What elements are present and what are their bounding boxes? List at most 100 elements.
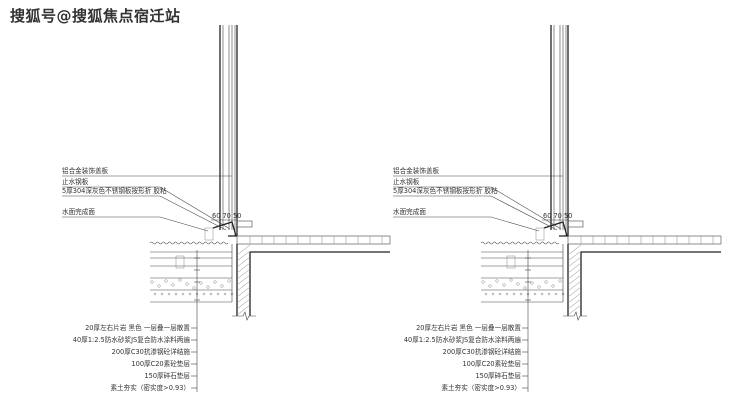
concrete-hatch (567, 268, 582, 280)
gravel-dot (533, 292, 537, 296)
gravel-dot (540, 292, 544, 296)
gravel-dot (202, 292, 206, 296)
label-bottom: 100厚C20素砼垫层 (131, 359, 190, 368)
label-leader (393, 195, 558, 231)
label-top: 铝合金装饰盖板 (393, 166, 440, 175)
gravel-dot (209, 292, 213, 296)
gravel-dot (174, 292, 178, 296)
label-bottom: 素土夯实（密实度>0.93） (110, 383, 190, 392)
gravel-dot (188, 292, 192, 296)
gravel-dot (164, 279, 168, 283)
concrete-hatch (236, 244, 251, 256)
concrete-hatch (236, 304, 251, 316)
gravel-dot (167, 292, 171, 296)
concrete-hatch (567, 250, 582, 262)
sealant-block (236, 220, 253, 228)
gravel-dot (484, 292, 488, 296)
label-top: 止水钢板 (393, 177, 420, 186)
dimension-box (175, 255, 185, 269)
break-line (563, 311, 587, 321)
gravel-dot (157, 284, 161, 288)
dimension-box (535, 227, 545, 241)
water-surface (149, 241, 229, 245)
concrete-hatch (567, 274, 582, 286)
gravel-dot (491, 292, 495, 296)
structural-slab-wall (236, 244, 390, 316)
gravel-dot (519, 292, 523, 296)
concrete-hatch (567, 280, 582, 292)
gravel-dot (481, 280, 485, 284)
label-bottom: 40厚1:2.5防水砂浆JS复合防水涂料两遍 (404, 335, 522, 344)
gravel-dot (185, 282, 189, 286)
gravel-dot (502, 283, 506, 287)
label-bottom: 150厚碎石垫层 (144, 371, 190, 380)
label-bottom: 200厚C30抗渗钢砼详结施 (112, 347, 191, 356)
gravel-dot (505, 292, 509, 296)
gravel-dot (160, 292, 164, 296)
concrete-hatch (236, 256, 251, 268)
floor-tile-layer (236, 235, 391, 245)
gravel-dot (216, 292, 220, 296)
gravel-dot (512, 292, 516, 296)
concrete-hatch (236, 268, 251, 280)
gravel-dot (530, 281, 534, 285)
gravel-dot (523, 286, 527, 290)
concrete-hatch (236, 292, 251, 304)
concrete-hatch (236, 286, 251, 298)
concrete-hatch (567, 244, 582, 256)
label-leader (62, 186, 231, 230)
gravel-dot (488, 284, 492, 288)
gravel-dot (495, 279, 499, 283)
gravel-dot (551, 284, 555, 288)
concrete-hatch (236, 262, 251, 274)
label-leader (393, 186, 562, 230)
dimension-box (506, 255, 516, 269)
concrete-hatch (567, 256, 582, 268)
concrete-hatch (567, 262, 582, 274)
gravel-dot (150, 280, 154, 284)
gravel-dot (192, 286, 196, 290)
gravel-dot (223, 292, 227, 296)
break-line (232, 311, 256, 321)
label-top: 水面完成面 (393, 207, 426, 216)
concrete-hatch (236, 274, 251, 286)
label-bottom: 100厚C20素砼垫层 (462, 359, 521, 368)
concrete-hatch (567, 286, 582, 298)
concrete-hatch (567, 304, 582, 316)
label-top: 5厚304深灰色不锈钢板按形折 胶粘 (393, 186, 498, 195)
label-bottom: 20厚左右片岩 黑色 一层叠一层散置 (416, 323, 521, 332)
watermark: 搜狐号@搜狐焦点宿迁站 (10, 7, 181, 25)
dimension-text: 60 70 50 (543, 212, 572, 220)
concrete-hatch (567, 292, 582, 304)
water-surface (480, 241, 560, 245)
gravel-dot (206, 285, 210, 289)
label-top: 水面完成面 (62, 207, 95, 216)
label-leader (62, 195, 227, 231)
concrete-hatch (567, 298, 582, 310)
label-leader (393, 216, 540, 232)
structural-slab-wall (567, 244, 721, 316)
cover-plate (543, 221, 568, 237)
gravel-dot (171, 283, 175, 287)
gravel-dot (213, 280, 217, 284)
label-top: 止水钢板 (62, 177, 89, 186)
label-bottom: 素土夯实（密实度>0.93） (441, 383, 521, 392)
label-top: 铝合金装饰盖板 (62, 166, 109, 175)
cover-plate (212, 221, 237, 237)
gravel-dot (199, 281, 203, 285)
gravel-dot (181, 292, 185, 296)
gravel-dot (544, 280, 548, 284)
gravel-dot (558, 279, 562, 283)
gravel-dot (498, 292, 502, 296)
label-leader (62, 216, 209, 232)
label-bottom: 40厚1:2.5防水砂浆JS复合防水涂料两遍 (73, 335, 191, 344)
label-bottom: 200厚C30抗渗钢砼详结施 (443, 347, 522, 356)
gravel-dot (516, 282, 520, 286)
floor-tile-layer (567, 235, 722, 245)
concrete-hatch (236, 280, 251, 292)
dimension-box (204, 227, 214, 241)
sealant-block (567, 220, 584, 228)
gravel-dot (537, 285, 541, 289)
